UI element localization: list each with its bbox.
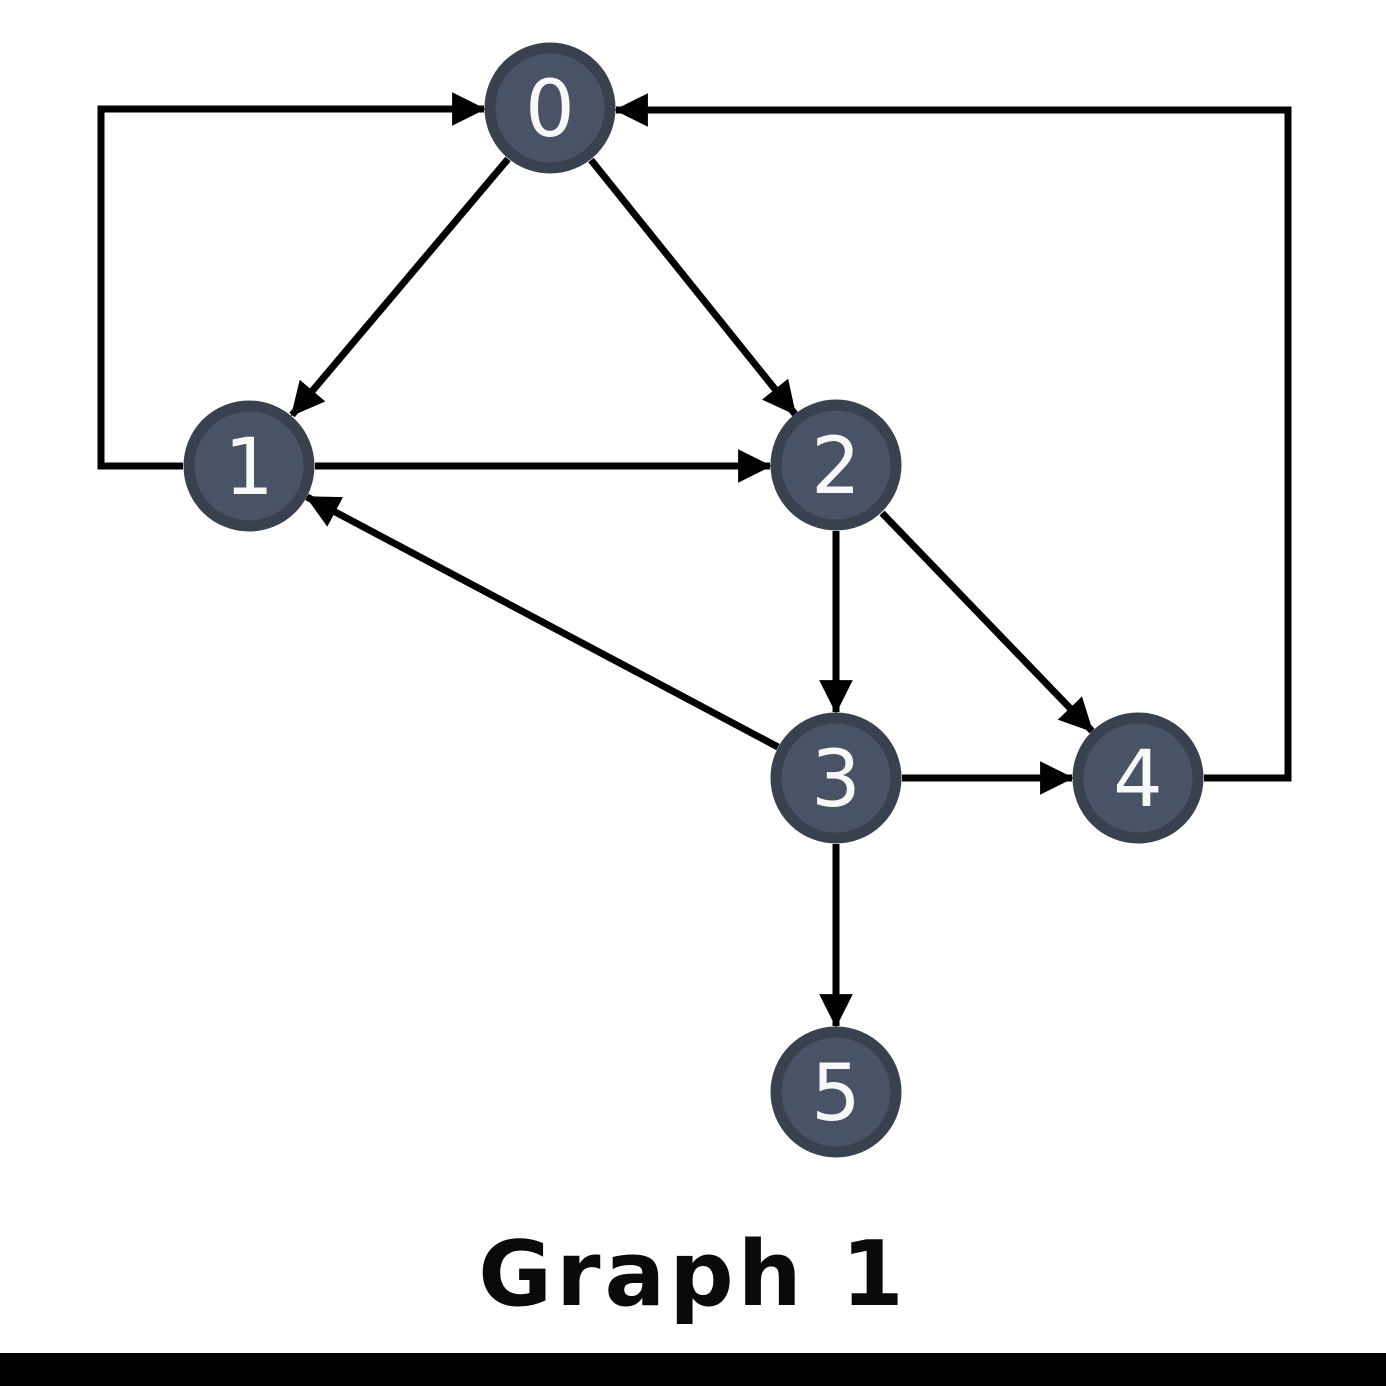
node-0: 0 <box>484 42 616 174</box>
edge-0-2 <box>588 157 798 417</box>
edge-3-1 <box>305 493 780 751</box>
node-3: 3 <box>770 712 902 844</box>
edge-2-4 <box>879 510 1095 734</box>
node-4: 4 <box>1072 712 1204 844</box>
node-1: 1 <box>183 400 315 532</box>
node-circle-0 <box>484 42 616 174</box>
node-label-3: 3 <box>811 735 861 825</box>
diagram-title: Graph 1 <box>478 1222 908 1327</box>
edge-0-1 <box>289 156 511 418</box>
node-circle-4 <box>1072 712 1204 844</box>
node-label-0: 0 <box>525 65 575 155</box>
node-2: 2 <box>770 399 902 531</box>
node-circle-5 <box>770 1026 902 1158</box>
edge-1-0 <box>97 92 486 470</box>
node-circle-2 <box>770 399 902 531</box>
node-label-2: 2 <box>811 422 861 512</box>
node-circle-1 <box>183 400 315 532</box>
node-label-1: 1 <box>224 423 274 513</box>
node-circle-3 <box>770 712 902 844</box>
bottom-bar <box>0 1353 1386 1386</box>
node-label-5: 5 <box>811 1049 861 1139</box>
edge-4-0 <box>614 93 1292 782</box>
node-label-4: 4 <box>1113 735 1163 825</box>
node-5: 5 <box>770 1026 902 1158</box>
